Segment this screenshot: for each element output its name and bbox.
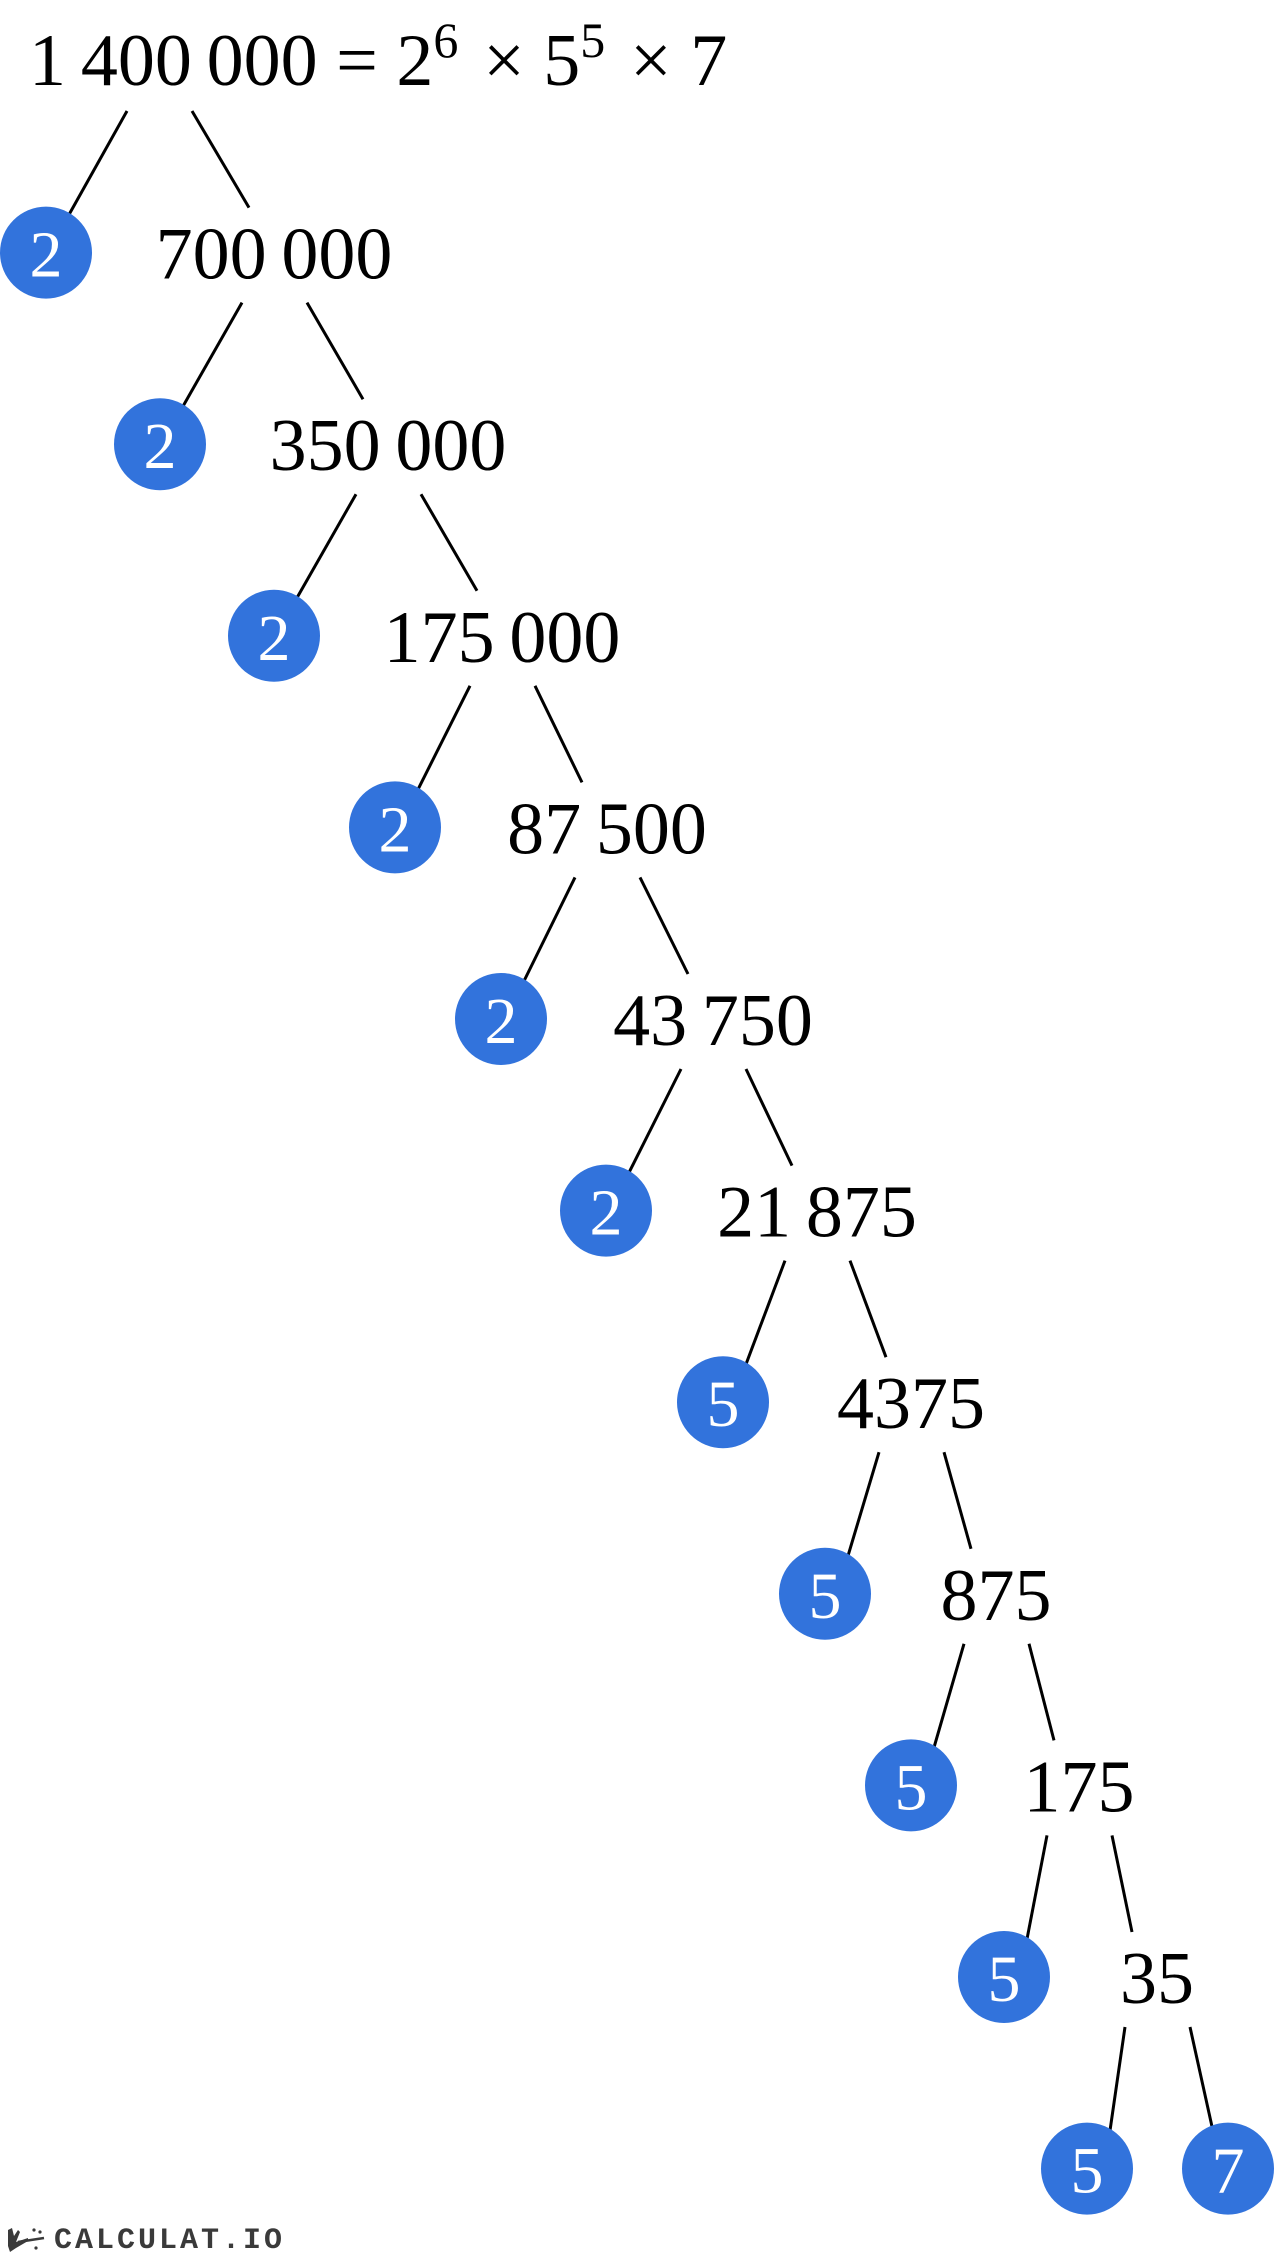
branch-line-right xyxy=(1188,2026,1214,2127)
branch-line-left xyxy=(846,1451,881,1557)
prime-factor-label: 2 xyxy=(144,410,177,483)
branch-line-left xyxy=(627,1068,683,1174)
quotient-label: 875 xyxy=(941,1555,1052,1637)
prime-factor-label: 2 xyxy=(590,1177,623,1250)
prime-factor-label: 5 xyxy=(1071,2135,1104,2208)
branch-line-left xyxy=(932,1643,966,1748)
prime-factor-label: 7 xyxy=(1212,2135,1245,2208)
branch-line-left xyxy=(181,301,244,407)
branch-line-right xyxy=(190,110,251,209)
prime-factor-circle xyxy=(228,589,320,682)
branch-line-right xyxy=(1110,1835,1134,1933)
branch-line-left xyxy=(522,876,577,982)
branch-line-right xyxy=(419,493,479,592)
quotient-label: 87 500 xyxy=(507,788,707,870)
branch-line-left xyxy=(416,685,472,791)
root-number: 1 400 000 xyxy=(29,20,318,102)
quotient-label: 175 000 xyxy=(384,597,621,679)
hand-wand-icon xyxy=(8,2228,45,2252)
factor-base: 5 xyxy=(543,20,580,102)
logo-text: CALCULAT.IO xyxy=(54,2224,286,2258)
branch-line-right xyxy=(942,1451,973,1550)
prime-factor-circle xyxy=(114,398,206,491)
prime-factor-circle xyxy=(349,781,441,874)
times-sign: × xyxy=(465,20,544,102)
branch-line-right xyxy=(638,876,690,975)
factor-base: 2 xyxy=(396,20,433,102)
prime-factor-label: 2 xyxy=(30,219,63,292)
quotient-label: 350 000 xyxy=(270,405,507,487)
quotient-label: 35 xyxy=(1120,1938,1194,2020)
prime-factor-label: 5 xyxy=(809,1560,842,1633)
quotient-label: 21 875 xyxy=(717,1172,917,1254)
branch-line-right xyxy=(744,1068,794,1167)
quotient-label: 700 000 xyxy=(156,214,393,296)
branch-line-left xyxy=(67,110,129,216)
prime-factor-circle xyxy=(865,1739,957,1832)
calculat-io-logo: CALCULAT.IO xyxy=(6,2224,285,2258)
prime-factor-circle xyxy=(677,1356,769,1449)
branch-line-right xyxy=(533,685,584,784)
prime-factor-label: 5 xyxy=(895,1751,928,1824)
prime-factor-circle xyxy=(958,1931,1050,2023)
quotient-label: 4375 xyxy=(837,1363,985,1445)
factor-base: 7 xyxy=(690,20,727,102)
branch-line-left xyxy=(1108,2026,1127,2131)
prime-factor-label: 5 xyxy=(707,1368,740,1441)
quotient-label: 175 xyxy=(1024,1746,1135,1828)
prime-factor-circle xyxy=(0,206,92,299)
prime-factor-circle xyxy=(1041,2122,1133,2215)
prime-factor-label: 2 xyxy=(379,793,412,866)
branch-line-right xyxy=(1027,1643,1056,1741)
branch-line-right xyxy=(848,1260,888,1358)
factorization-formula: 1 400 000 = 26 × 55 × 7 xyxy=(29,12,727,102)
branch-line-left xyxy=(744,1260,787,1365)
prime-factor-circle xyxy=(1182,2122,1274,2215)
prime-factor-label: 2 xyxy=(258,602,291,675)
prime-factor-label: 2 xyxy=(485,985,518,1058)
quotient-label: 43 750 xyxy=(613,980,813,1062)
prime-factor-circle xyxy=(455,973,547,1065)
prime-factor-label: 5 xyxy=(988,1943,1021,2016)
prime-factor-circle xyxy=(560,1164,652,1257)
factor-exponent: 5 xyxy=(580,12,605,68)
equals-sign: = xyxy=(318,20,397,102)
factor-exponent: 6 xyxy=(433,12,458,68)
prime-factor-circle xyxy=(779,1547,871,1640)
times-sign: × xyxy=(611,20,690,102)
branch-line-left xyxy=(295,493,358,599)
branch-line-left xyxy=(1025,1835,1049,1940)
branch-line-right xyxy=(305,301,365,400)
